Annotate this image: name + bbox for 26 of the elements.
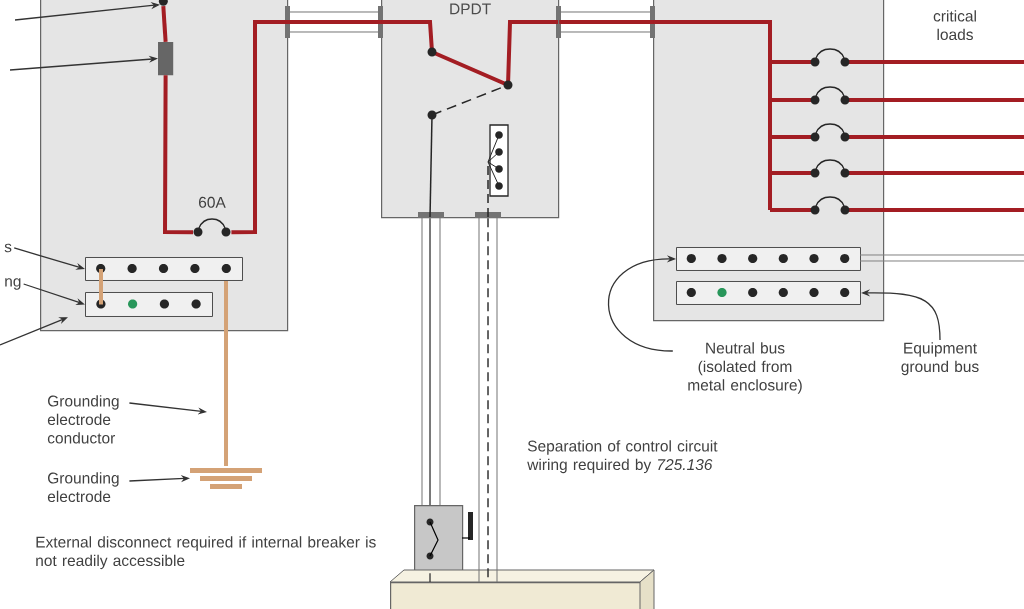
switch-box: DPDT: [381, 0, 560, 219]
callout-text: s: [4, 243, 12, 253]
generator-box: [389, 569, 655, 609]
bus-bar: [85, 292, 213, 317]
wire: [99, 269, 103, 305]
note-text: critical loads: [933, 10, 976, 41]
callout-text: ng: [5, 278, 21, 290]
wire: [163, 75, 194, 235]
callout-text: Equipment ground bus: [901, 342, 979, 376]
callout-text: Neutral bus (isolated from metal enclosure): [688, 342, 802, 394]
bus-bar: [85, 257, 243, 281]
note-text: Separation of control circuit wiring required by 725.136: [527, 440, 718, 474]
wire: [161, 5, 168, 43]
bus-bar: [676, 247, 861, 271]
callout-text: Grounding electrode: [47, 472, 119, 503]
note-text: External disconnect required if internal breaker is not readily accessible: [36, 536, 376, 570]
ground-symbol: [190, 468, 262, 489]
fuse: [158, 42, 174, 76]
bus-bar: [676, 281, 861, 305]
wire: [429, 217, 431, 506]
breaker-symbol: [193, 218, 231, 237]
callout-text: Grounding electrode conductor: [47, 395, 119, 444]
wire: [231, 20, 381, 235]
wire: [224, 281, 228, 466]
wire: [429, 572, 431, 583]
wire: [559, 20, 653, 24]
